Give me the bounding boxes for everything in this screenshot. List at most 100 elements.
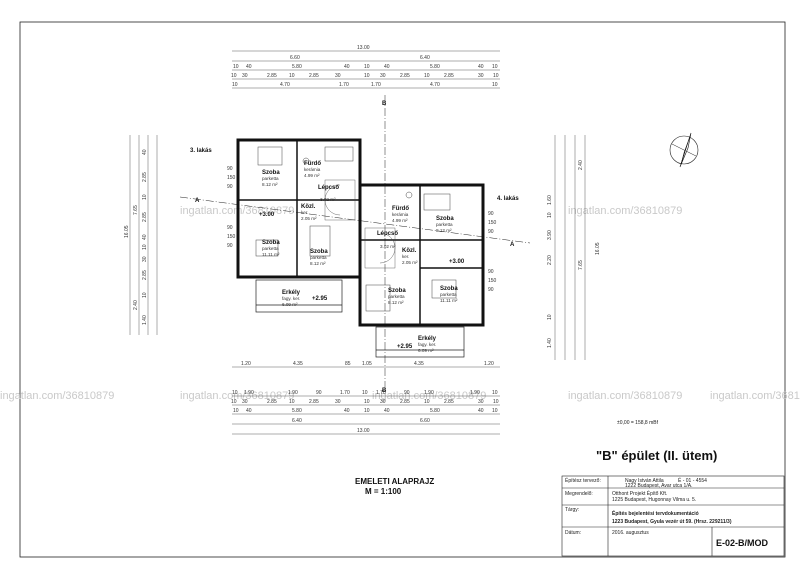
dim: 4.70: [280, 82, 290, 88]
room-floor: ker.: [402, 254, 409, 259]
dim-right-total: 16.05: [595, 242, 601, 255]
dim: 1.70: [371, 82, 381, 88]
room-floor: parketta: [388, 294, 405, 299]
level-marker: +2.95: [397, 344, 413, 350]
dim: 10: [547, 212, 553, 218]
dim: 10: [142, 244, 148, 250]
walls-right-unit: [358, 183, 485, 327]
tb-designer-addr: 1222 Budapest, Avar utca 1/A.: [625, 483, 692, 489]
dim: 10: [364, 73, 370, 79]
dim: 2.85: [400, 73, 410, 79]
window-dims-left: 90 150 90 90 150 90: [227, 166, 236, 249]
dim: 1.20: [484, 361, 494, 367]
dim: 10: [364, 64, 370, 70]
dim-top-row3: 10 40 5.80 40 10 40 5.80 40 10: [233, 64, 498, 70]
room-label: Erkély fagy. ker. 6.09 m²: [282, 290, 301, 307]
room-floor: kerámia: [304, 167, 321, 172]
dim-bottom-total: 13.00: [357, 428, 370, 434]
dim: 85: [345, 361, 351, 367]
watermark: ingatlan.com/36810879: [0, 390, 114, 402]
room-name: Fürdő: [304, 161, 321, 167]
dim-bottom-row2: 10 1.90 1.90 90 1.70 10 1.70 90 1.90 1.9…: [232, 390, 498, 396]
drawing-scale: M = 1:100: [365, 487, 402, 496]
title-block: [561, 475, 785, 557]
room-area: 6.09 m²: [282, 302, 298, 307]
dim: 30: [142, 256, 148, 262]
dim: 40: [246, 64, 252, 70]
room-label: Szoba parketta 11.11 m²: [440, 286, 458, 303]
dim: 40: [344, 64, 350, 70]
room-area: 8.12 m²: [262, 182, 278, 187]
dim: 10: [289, 73, 295, 79]
room-name: Lépcső: [318, 185, 339, 191]
dim: 2.40: [133, 300, 139, 310]
dim: 10: [492, 408, 498, 414]
dim: 2.85: [142, 212, 148, 222]
dim: 30: [335, 73, 341, 79]
dim: 10: [364, 408, 370, 414]
dim: 90: [227, 243, 233, 249]
room-name: Erkély: [282, 290, 301, 296]
room-label: Fürdő kerámia 4.99 m²: [304, 161, 321, 178]
north-arrow-icon: [669, 132, 699, 168]
dim: 10: [492, 64, 498, 70]
dim-bottom-row1: 1.20 4.35 85 1.05 4.35 1.20: [241, 361, 494, 367]
dim: 10: [142, 292, 148, 298]
room-label: Szoba parketta 8.12 m²: [388, 288, 406, 305]
dim-top-row4: 10 30 2.85 10 2.85 30 10 30 2.85 10 2.85…: [231, 73, 499, 79]
dim-top: 6.60: [290, 55, 300, 61]
right-dimensions: [554, 135, 586, 360]
dim: 3.90: [547, 230, 553, 240]
dim: 1.05: [362, 361, 372, 367]
dim: 2.20: [547, 255, 553, 265]
dim-bottom-row3: 10 30 2.85 10 2.85 30 10 30 2.85 10 2.85…: [231, 399, 499, 405]
dim: 40: [384, 64, 390, 70]
dim: 40: [478, 64, 484, 70]
level-marker: +3.00: [259, 212, 275, 218]
section-b-bottom: B: [382, 388, 387, 394]
room-name: Szoba: [310, 249, 328, 255]
dim: 1.70: [340, 390, 350, 396]
dim: 10: [231, 73, 237, 79]
dim-left-row3: 40 2.85 10 2.85 40 10 30 2.85 10 1.40: [142, 149, 148, 325]
fixtures: [255, 146, 457, 312]
room-floor: parketta: [436, 222, 453, 227]
dim: 30: [478, 73, 484, 79]
dim: 2.85: [444, 399, 454, 405]
apartment-label-3: 3. lakás: [190, 148, 212, 154]
dim-top-total: 13.00: [357, 45, 370, 51]
dim: 1.70: [376, 390, 386, 396]
tb-date-label: Dátum:: [565, 530, 581, 536]
room-name: Erkély: [418, 336, 437, 342]
section-b-top: B: [382, 101, 387, 107]
dim: 30: [380, 73, 386, 79]
building-title: "B" épület (II. ütem): [596, 448, 717, 463]
dim: 30: [242, 399, 248, 405]
drawing-title: EMELETI ALAPRAJZ: [355, 477, 434, 486]
dim: 2.85: [309, 73, 319, 79]
dim: 1.20: [241, 361, 251, 367]
dim: 40: [246, 408, 252, 414]
datum-level: ±0,00 = 158,8 mBf: [617, 420, 659, 426]
room-label: Lépcső 3.02 m²: [377, 231, 398, 249]
top-dimensions: [232, 50, 500, 89]
room-name: Lépcső: [377, 231, 398, 237]
dim: 1.40: [142, 315, 148, 325]
level-markers: +3.00 +2.95 +3.00 +2.95: [259, 212, 465, 350]
room-floor: fagy. ker.: [282, 296, 300, 301]
dim-left-total: 16.05: [124, 225, 130, 238]
tb-sheet-number: E-02-B/MOD: [716, 538, 769, 548]
dim: 4.70: [430, 82, 440, 88]
dim: 6.40: [292, 418, 302, 424]
dim: 1.70: [339, 82, 349, 88]
dim: 30: [380, 399, 386, 405]
dim: 150: [488, 220, 497, 226]
dim: 5.80: [292, 64, 302, 70]
window-dims-right: 90 150 90 90 150 90: [488, 211, 497, 293]
dim: 90: [227, 166, 233, 172]
dim: 10: [142, 194, 148, 200]
room-area: 3.02 m²: [320, 197, 336, 202]
dim-right-row3: 1.60 10 3.90 2.20 10 1.40: [547, 195, 553, 348]
tb-subject-addr: 1223 Budapest, Gyula vezér út 59. (Hrsz.…: [612, 519, 732, 525]
